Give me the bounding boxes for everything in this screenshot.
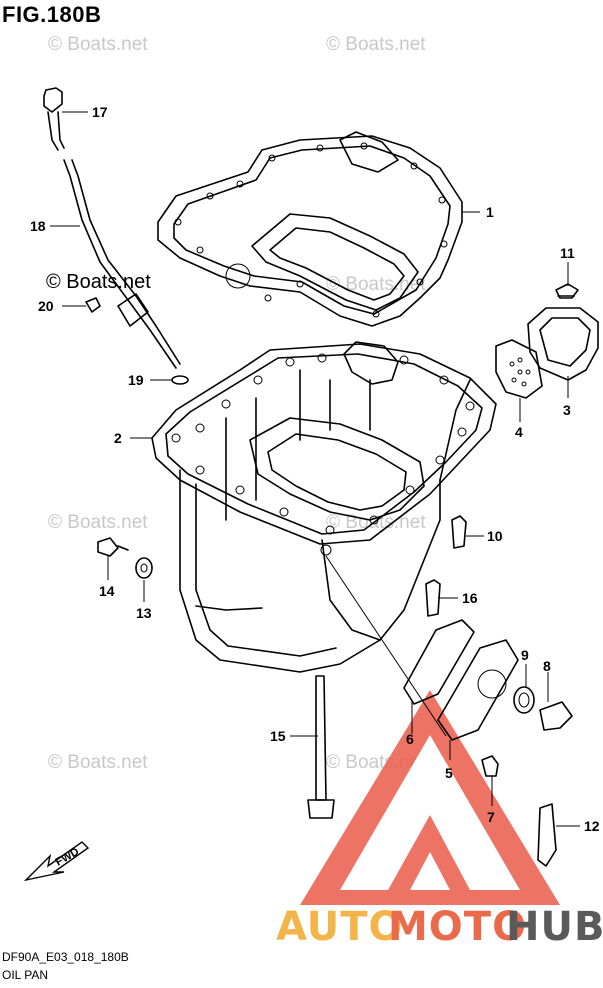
plug-part-8: [539, 701, 573, 731]
gasket-part-4: [495, 339, 543, 399]
callout-6: 6: [406, 731, 414, 747]
watermark: © Boats.net: [48, 512, 148, 533]
callout-19: 19: [128, 372, 144, 388]
callout-14: 14: [99, 583, 115, 599]
callout-17: 17: [92, 104, 108, 120]
gasket-part-6: [403, 619, 475, 705]
callout-5: 5: [445, 765, 453, 781]
bolt-part-11: [555, 283, 579, 299]
callout-2: 2: [114, 430, 122, 446]
callouts: 1 2 3 4 5 6 7 8 9 10 11 12 13 14 15 16 1…: [30, 104, 600, 834]
callout-18: 18: [30, 218, 46, 234]
brand-text-auto: AUTO: [276, 904, 404, 950]
callout-15: 15: [270, 728, 286, 744]
watermark: © Boats.net: [48, 752, 148, 773]
brand-text-moto: MOTO: [388, 904, 527, 950]
figure-code: DF90A_E03_018_180B: [2, 950, 129, 964]
dipstick-part-17: [43, 87, 65, 151]
callout-20: 20: [38, 298, 54, 314]
oil-pan-part-2: [151, 341, 497, 673]
o-ring-part-19: [171, 375, 189, 385]
bolt-part-14: [97, 537, 129, 557]
cover-part-3: [527, 295, 599, 381]
callout-7: 7: [487, 809, 495, 825]
clip-part-12: [537, 803, 557, 867]
forward-arrow: FWD: [23, 841, 90, 882]
callout-12: 12: [584, 818, 600, 834]
bolt-part-16: [425, 579, 441, 617]
callout-3: 3: [563, 402, 571, 418]
gasket-part-1: [157, 131, 463, 327]
callout-4: 4: [515, 424, 523, 440]
strainer-cover-part-5: [437, 639, 519, 741]
callout-11: 11: [560, 245, 575, 261]
figure-title: FIG.180B: [2, 2, 102, 27]
bolt-part-7: [481, 755, 499, 777]
brand-logo: AUTO MOTO HUB: [276, 690, 603, 950]
callout-16: 16: [462, 590, 478, 606]
brand-text-hub: HUB: [506, 904, 603, 950]
washer-part-13: [135, 557, 153, 579]
callout-9: 9: [521, 647, 529, 663]
callout-8: 8: [543, 658, 551, 674]
forward-arrow-label: FWD: [54, 846, 82, 869]
watermark: © Boats.net: [48, 34, 148, 55]
callout-10: 10: [487, 528, 503, 544]
watermark: © Boats.net: [326, 34, 426, 55]
bolt-part-10: [451, 515, 467, 549]
watermarks: © Boats.net © Boats.net © Boats.net © Bo…: [48, 34, 426, 773]
bolt-part-20: [85, 297, 101, 313]
leader-lines: [50, 111, 580, 827]
guide-tube-part-18: [63, 159, 181, 369]
watermark: © Boats.net: [326, 512, 426, 533]
callout-1: 1: [486, 204, 494, 220]
figure-name: OIL PAN: [2, 968, 49, 982]
copyright-notice: © Boats.net: [46, 271, 151, 293]
seal-part-9: [513, 686, 535, 714]
bolt-part-15: [307, 675, 335, 819]
callout-13: 13: [136, 605, 152, 621]
